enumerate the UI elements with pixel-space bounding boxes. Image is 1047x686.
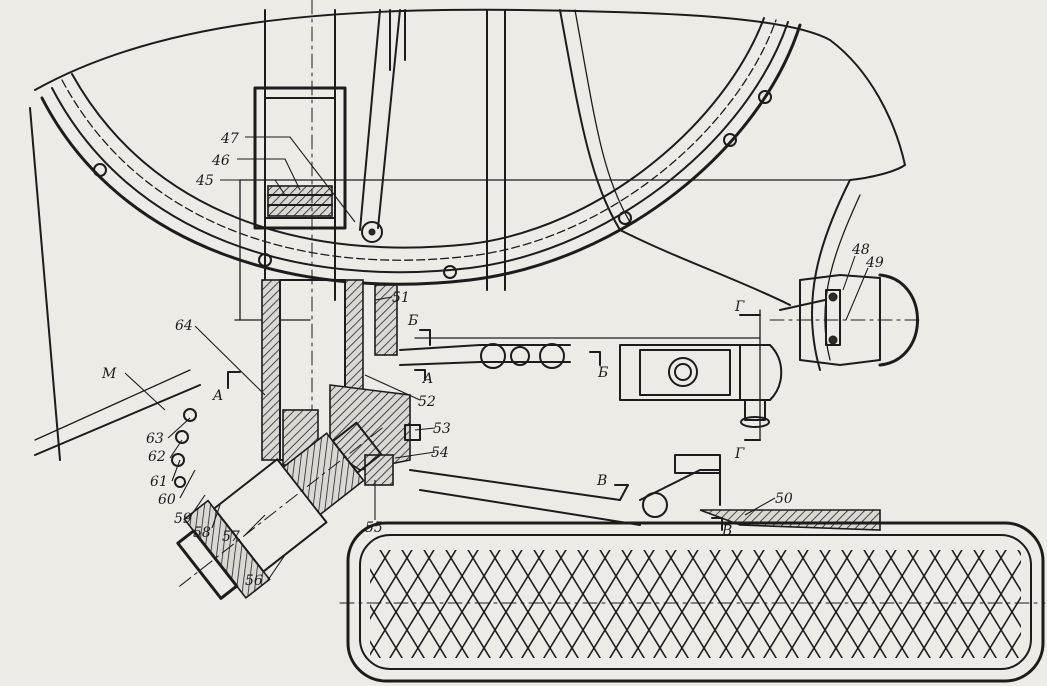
tire <box>339 521 1046 683</box>
callout-labels: 45 46 47 48 49 50 51 52 53 54 55 56 57 5… <box>146 131 884 589</box>
section-letters: M A A Б Б Г Г В В <box>101 299 745 539</box>
section-label-m: M <box>101 366 117 382</box>
steering-link <box>399 337 761 369</box>
section-label-b-top: Б <box>407 313 418 329</box>
section-label-v-right: В <box>721 523 732 539</box>
spring-box <box>253 86 383 243</box>
callout-56: 56 <box>245 573 263 589</box>
callout-58: 58 <box>193 525 211 541</box>
body-shell <box>29 8 906 461</box>
leader-lines <box>124 136 869 581</box>
headlight <box>769 273 921 367</box>
section-label-v-left: В <box>596 473 607 489</box>
section-label-g-bottom: Г <box>734 446 745 462</box>
callout-53: 53 <box>433 421 451 437</box>
callout-59: 59 <box>174 511 192 527</box>
gear-ring <box>40 17 802 286</box>
callout-46: 46 <box>211 153 230 169</box>
callout-63: 63 <box>146 431 164 447</box>
suspension-arm <box>409 454 881 531</box>
callout-60: 60 <box>158 492 176 508</box>
section-markers <box>227 314 761 531</box>
callout-49: 49 <box>865 255 884 271</box>
callout-45: 45 <box>195 173 214 189</box>
callout-50: 50 <box>775 491 793 507</box>
section-label-b-right: Б <box>597 365 608 381</box>
callout-48: 48 <box>851 242 870 258</box>
section-label-a-right: A <box>421 371 433 387</box>
callout-52: 52 <box>418 394 436 410</box>
callout-51: 51 <box>392 290 410 306</box>
callout-57: 57 <box>222 529 240 545</box>
callout-55: 55 <box>365 520 383 536</box>
callout-64: 64 <box>175 318 193 334</box>
callout-62: 62 <box>148 449 166 465</box>
callout-61: 61 <box>150 474 168 490</box>
section-housing <box>619 309 783 441</box>
callout-47: 47 <box>220 131 239 147</box>
frame-struts <box>239 9 851 321</box>
section-label-a-left: A <box>211 388 223 404</box>
callout-54: 54 <box>431 445 449 461</box>
section-label-g-top: Г <box>734 299 745 315</box>
hub-assembly <box>176 421 386 600</box>
kingpin-assembly <box>261 0 421 486</box>
